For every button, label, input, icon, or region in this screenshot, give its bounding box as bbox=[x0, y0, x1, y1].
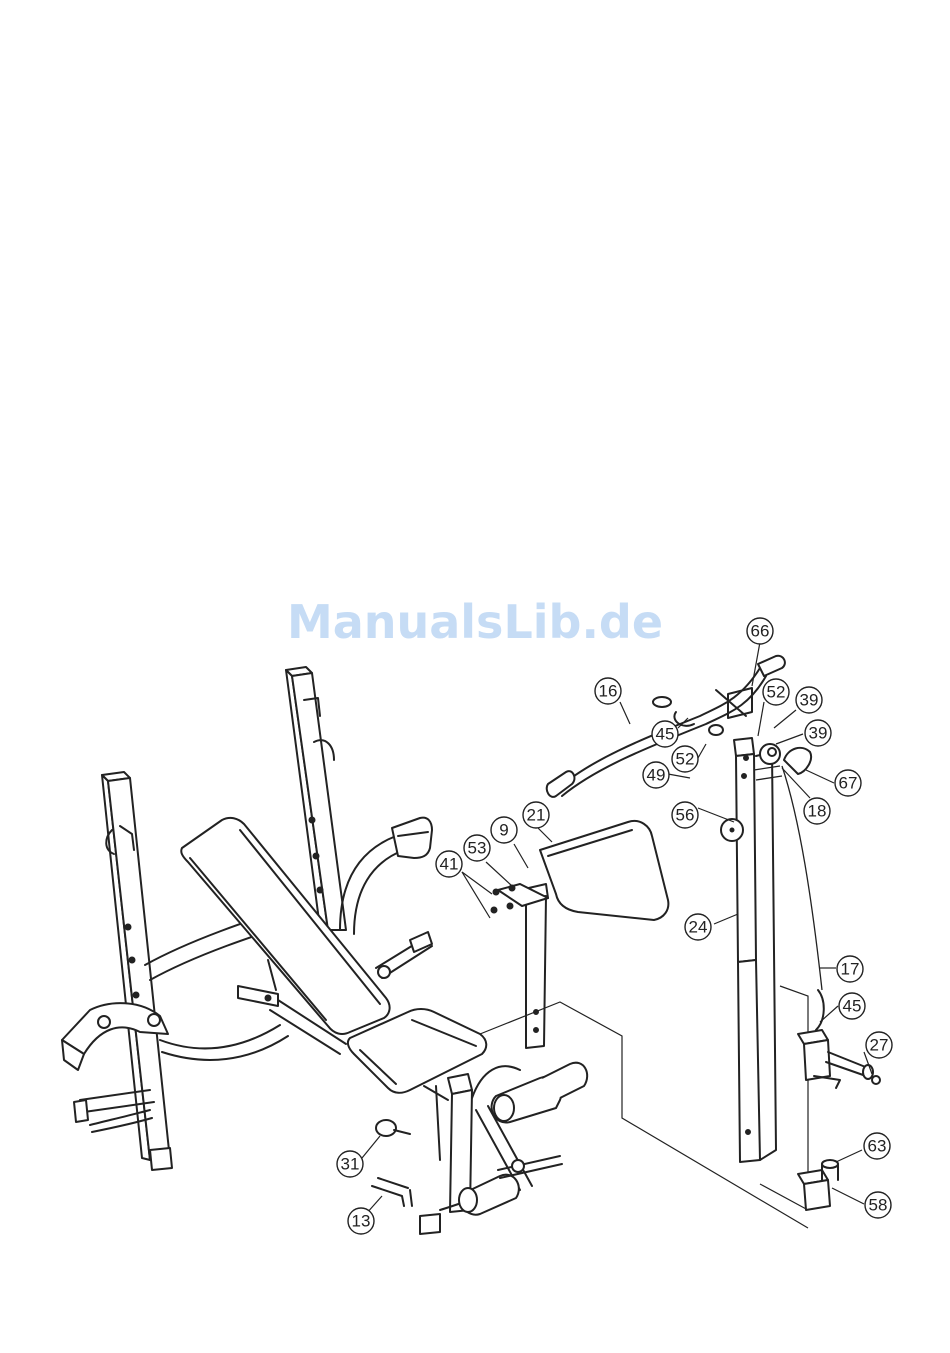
callout-label: 13 bbox=[352, 1212, 371, 1231]
callout-label: 52 bbox=[767, 683, 786, 702]
callout-label: 17 bbox=[841, 960, 860, 979]
callout-56: 56 bbox=[672, 802, 698, 828]
left-upright bbox=[102, 772, 172, 1170]
callout-label: 16 bbox=[599, 682, 618, 701]
bench-assembly bbox=[62, 667, 587, 1234]
callout-31: 31 bbox=[337, 1151, 363, 1177]
callout-label: 21 bbox=[527, 806, 546, 825]
callout-label: 24 bbox=[689, 918, 708, 937]
callout-58: 58 bbox=[865, 1192, 891, 1218]
callout-17: 17 bbox=[837, 956, 863, 982]
callout-45: 45 bbox=[839, 993, 865, 1019]
callout-label: 53 bbox=[468, 839, 487, 858]
callout-49: 49 bbox=[643, 762, 669, 788]
callout-label: 9 bbox=[499, 821, 508, 840]
callouts: 66 16 52 39 45 39 52 49 67 21 18 56 9 53… bbox=[337, 618, 892, 1234]
callout-9: 9 bbox=[491, 817, 517, 843]
callout-67: 67 bbox=[835, 770, 861, 796]
callout-label: 67 bbox=[839, 774, 858, 793]
callout-41: 41 bbox=[436, 851, 462, 877]
insertion-guide-line-2 bbox=[760, 1184, 808, 1210]
front-leg-assembly bbox=[420, 1063, 587, 1234]
callout-label: 52 bbox=[676, 750, 695, 769]
callout-21: 21 bbox=[523, 802, 549, 828]
callout-52: 52 bbox=[672, 746, 698, 772]
callout-66: 66 bbox=[747, 618, 773, 644]
callout-label: 31 bbox=[341, 1155, 360, 1174]
callout-label: 39 bbox=[809, 724, 828, 743]
back-rest-pad bbox=[181, 818, 389, 1034]
callout-16: 16 bbox=[595, 678, 621, 704]
callout-24: 24 bbox=[685, 914, 711, 940]
callout-label: 18 bbox=[808, 802, 827, 821]
callout-13: 13 bbox=[348, 1208, 374, 1234]
callout-label: 58 bbox=[869, 1196, 888, 1215]
callout-label: 39 bbox=[800, 691, 819, 710]
callout-63: 63 bbox=[864, 1133, 890, 1159]
callout-label: 45 bbox=[843, 997, 862, 1016]
callout-label: 49 bbox=[647, 766, 666, 785]
callout-39: 39 bbox=[805, 720, 831, 746]
loose-parts bbox=[372, 1120, 412, 1206]
callout-label: 63 bbox=[868, 1137, 887, 1156]
callout-label: 66 bbox=[751, 622, 770, 641]
callout-53: 53 bbox=[464, 835, 490, 861]
callout-label: 27 bbox=[870, 1036, 889, 1055]
callout-18: 18 bbox=[804, 798, 830, 824]
callout-39: 39 bbox=[796, 687, 822, 713]
callout-52: 52 bbox=[763, 679, 789, 705]
preacher-curl-pad bbox=[491, 821, 668, 1048]
callout-label: 45 bbox=[656, 725, 675, 744]
callout-45: 45 bbox=[652, 721, 678, 747]
watermark-text: ManualsLib.de bbox=[287, 595, 663, 649]
arm-press-arm bbox=[340, 818, 432, 978]
callout-label: 56 bbox=[676, 806, 695, 825]
callout-label: 41 bbox=[440, 855, 459, 874]
callout-27: 27 bbox=[866, 1032, 892, 1058]
insertion-guide-line-3 bbox=[780, 986, 808, 1176]
